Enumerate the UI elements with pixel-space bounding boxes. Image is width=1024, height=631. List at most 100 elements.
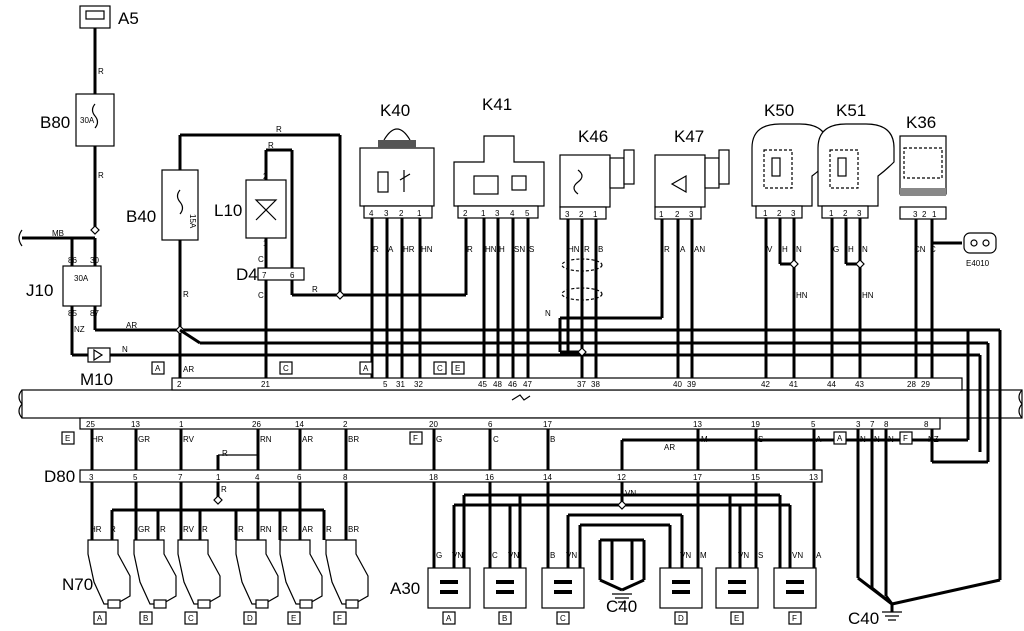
svg-text:G: G — [436, 551, 442, 560]
svg-text:GR: GR — [138, 525, 150, 534]
svg-text:HN: HN — [421, 245, 433, 254]
svg-text:G: G — [833, 245, 839, 254]
junction-node — [855, 259, 865, 269]
ground-symbol-icon — [612, 593, 632, 603]
svg-text:8: 8 — [884, 420, 889, 429]
svg-text:N: N — [860, 435, 866, 444]
svg-text:R: R — [98, 171, 104, 180]
svg-text:1: 1 — [417, 209, 422, 218]
svg-text:47: 47 — [523, 380, 532, 389]
coil-a — [427, 567, 471, 609]
svg-text:32: 32 — [414, 380, 423, 389]
svg-text:R: R — [326, 525, 332, 534]
k40-pin-strip — [363, 205, 433, 219]
svg-text:A: A — [388, 245, 394, 254]
coil-c — [541, 567, 585, 609]
sensor-k40-dome-icon — [383, 128, 411, 141]
sensor-wires — [370, 218, 934, 378]
svg-text:13: 13 — [809, 473, 818, 482]
ground-symbol-icon — [882, 611, 902, 621]
svg-text:3: 3 — [856, 420, 861, 429]
valve-icon — [254, 199, 278, 221]
svg-text:1: 1 — [263, 239, 268, 248]
svg-text:B: B — [550, 551, 555, 560]
main-bus-connector — [21, 389, 1023, 419]
sensor-k36 — [899, 135, 947, 195]
canister-valve-l10 — [245, 179, 287, 239]
svg-text:3: 3 — [384, 209, 389, 218]
svg-text:2: 2 — [399, 209, 404, 218]
junction-node — [617, 500, 627, 510]
svg-text:NZ: NZ — [74, 325, 85, 334]
svg-text:HN: HN — [796, 291, 808, 300]
label-k51: K51 — [836, 101, 866, 120]
svg-text:A: A — [680, 245, 686, 254]
svg-text:29: 29 — [921, 380, 930, 389]
coil-letter: D — [678, 614, 684, 623]
label-c40-left: C40 — [606, 597, 637, 616]
diode-m10 — [87, 347, 111, 363]
wire-break-icon — [18, 229, 23, 247]
junction-node — [213, 495, 223, 505]
ground-dot-icon — [982, 239, 990, 247]
resistor-icon — [377, 171, 389, 193]
junction-node — [90, 225, 100, 235]
svg-text:19: 19 — [751, 420, 760, 429]
ground-e4010-icon — [963, 232, 997, 254]
label-b40: B40 — [126, 207, 156, 226]
svg-text:RN: RN — [260, 435, 272, 444]
svg-text:13: 13 — [693, 420, 702, 429]
svg-text:2: 2 — [263, 172, 268, 181]
svg-text:G: G — [436, 435, 442, 444]
svg-text:N: N — [122, 345, 128, 354]
svg-text:SN: SN — [514, 245, 525, 254]
svg-text:R: R — [221, 485, 227, 494]
svg-text:R: R — [584, 245, 590, 254]
svg-text:14: 14 — [295, 420, 304, 429]
label-j10: J10 — [26, 281, 53, 300]
sensor-k47 — [654, 154, 706, 208]
svg-text:R: R — [282, 525, 288, 534]
svg-text:16: 16 — [485, 473, 494, 482]
coil-e — [715, 567, 759, 609]
svg-text:4: 4 — [510, 209, 515, 218]
junction-node — [335, 290, 345, 300]
battery-cell-icon — [85, 10, 105, 20]
svg-text:2: 2 — [579, 210, 584, 219]
coil-b — [483, 567, 527, 609]
sensor-icon — [670, 174, 687, 194]
svg-text:1: 1 — [593, 210, 598, 219]
label-e4010: E4010 — [966, 259, 990, 268]
svg-text:43: 43 — [855, 380, 864, 389]
svg-text:S: S — [758, 551, 763, 560]
conn-letter: C — [283, 364, 289, 373]
svg-text:3: 3 — [791, 209, 796, 218]
svg-text:46: 46 — [508, 380, 517, 389]
svg-text:HN: HN — [485, 245, 497, 254]
label-k46: K46 — [578, 127, 608, 146]
bus-break-left — [18, 389, 23, 419]
svg-text:HR: HR — [90, 525, 102, 534]
sensor-k40 — [359, 147, 435, 207]
svg-text:85: 85 — [68, 309, 77, 318]
label-k50: K50 — [764, 101, 794, 120]
fuse-b40-icon — [176, 189, 184, 215]
coil-letter: F — [792, 614, 797, 623]
svg-text:N: N — [888, 435, 894, 444]
svg-text:3: 3 — [857, 209, 862, 218]
svg-text:3: 3 — [565, 210, 570, 219]
sensor-k51 — [817, 123, 895, 207]
bus-symbol-icon — [511, 394, 531, 401]
label-l10: L10 — [214, 201, 242, 220]
svg-text:R: R — [202, 525, 208, 534]
svg-text:5: 5 — [133, 473, 138, 482]
k41-element-icon — [511, 175, 527, 191]
svg-text:R: R — [373, 245, 379, 254]
label-j10-rating: 30A — [74, 274, 89, 283]
svg-text:25: 25 — [86, 420, 95, 429]
svg-text:R: R — [98, 67, 104, 76]
label-d80: D80 — [44, 467, 75, 486]
conn-letter: E — [65, 434, 70, 443]
injector-b — [133, 539, 177, 609]
